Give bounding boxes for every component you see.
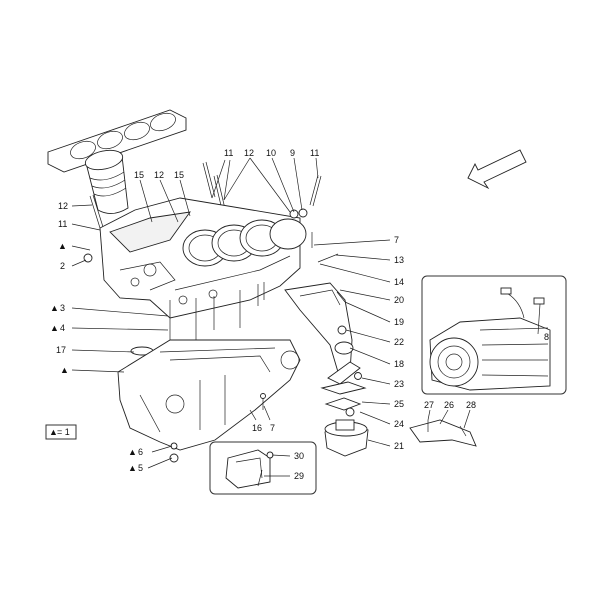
transmission-bracket — [409, 419, 477, 447]
legend-symbol: ▲ — [49, 427, 58, 437]
callout-15: 15 — [134, 170, 144, 180]
triangle-marker: ▲ — [60, 365, 69, 375]
triangle-marker: ▲ — [128, 463, 137, 473]
callout-11: 11 — [310, 148, 319, 158]
callout-12: 12 — [154, 170, 164, 180]
callout-25: 25 — [394, 399, 404, 409]
callout-9: 9 — [290, 148, 295, 158]
callout-22: 22 — [394, 337, 404, 347]
callout-11: 11 — [224, 148, 233, 158]
callout-13: 13 — [394, 255, 404, 265]
callout-28: 28 — [466, 400, 476, 410]
head-gasket — [47, 109, 187, 173]
engine-mount — [324, 419, 369, 457]
callout-14: 14 — [394, 277, 404, 287]
engine-block — [99, 197, 307, 319]
engine-mount-bracket — [284, 282, 361, 385]
callout-3: 3 — [60, 303, 65, 313]
cylinder-liner — [84, 149, 129, 214]
callout-21: 21 — [394, 441, 404, 451]
callout-7: 7 — [270, 423, 275, 433]
callout-27: 27 — [424, 400, 434, 410]
leader-lines — [71, 157, 541, 477]
callout-29: 29 — [294, 471, 304, 481]
callout-26: 26 — [444, 400, 454, 410]
engine-mount-parts — [320, 291, 367, 417]
callout-5: 5 — [138, 463, 143, 473]
callout-6: 6 — [138, 447, 143, 457]
sensor-inset — [209, 441, 317, 495]
callout-10: 10 — [266, 148, 276, 158]
callout-7: 7 — [394, 235, 399, 245]
triangle-marker: ▲ — [128, 447, 137, 457]
triangle-marker: ▲ — [50, 323, 59, 333]
callout-11: 11 — [58, 219, 67, 229]
callout-24: 24 — [394, 419, 404, 429]
callout-18: 18 — [394, 359, 404, 369]
callout-23: 23 — [394, 379, 404, 389]
callout-12: 12 — [58, 201, 68, 211]
transmission-inset — [421, 275, 567, 395]
callout-labels: 11 12 10 9 11 15 12 15 12 11 ▲ 7 2 ▲ 3 ▲… — [50, 148, 549, 481]
callout-12: 12 — [244, 148, 254, 158]
callout-8: 8 — [544, 332, 549, 342]
callout-4: 4 — [60, 323, 65, 333]
crankcase-lower — [117, 339, 301, 451]
callout-19: 19 — [394, 317, 404, 327]
callout-15: 15 — [174, 170, 184, 180]
callout-2: 2 — [60, 261, 65, 271]
triangle-marker: ▲ — [50, 303, 59, 313]
callout-16: 16 — [252, 423, 262, 433]
arrow-icon — [467, 149, 527, 190]
triangle-marker: ▲ — [58, 241, 67, 251]
callout-30: 30 — [294, 451, 304, 461]
callout-20: 20 — [394, 295, 404, 305]
legend-text: = 1 — [57, 427, 70, 437]
callout-17: 17 — [56, 345, 66, 355]
legend: ▲ = 1 — [45, 424, 77, 440]
